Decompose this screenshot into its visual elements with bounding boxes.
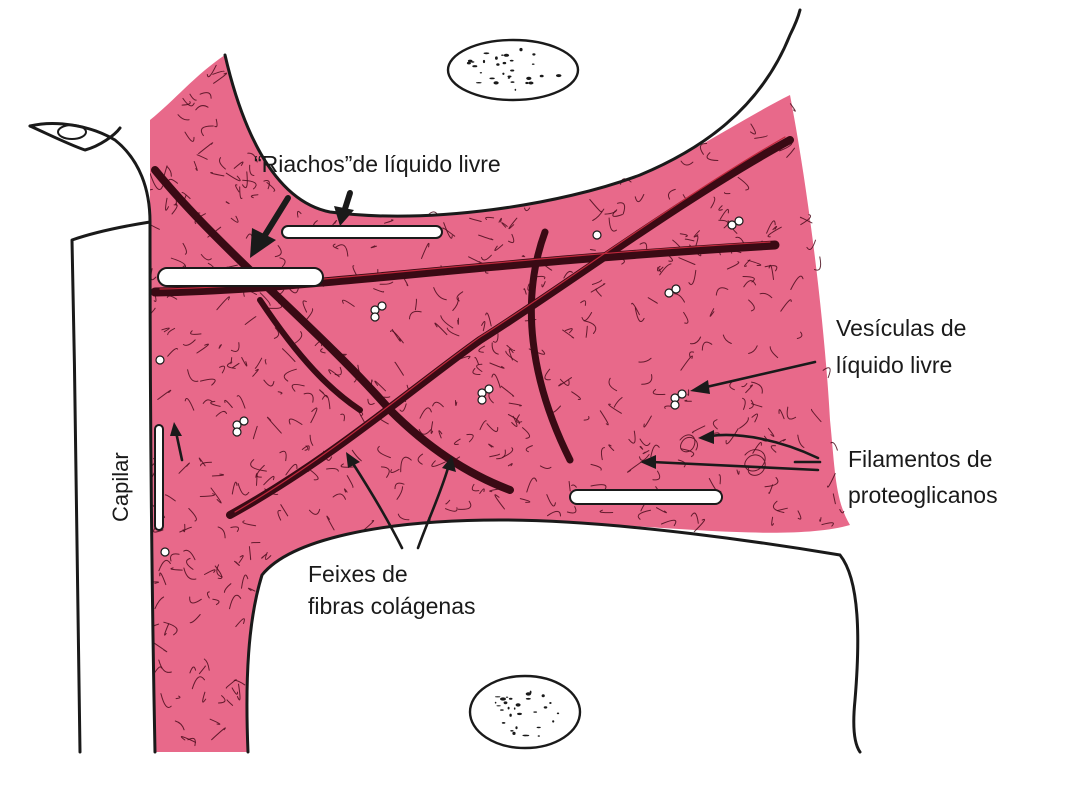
nucleus-speck <box>522 735 527 736</box>
vesicle <box>371 313 379 321</box>
vesicle <box>485 385 493 393</box>
vesicle <box>156 356 164 364</box>
nucleus-speck <box>515 89 517 91</box>
nucleus-speck <box>508 77 510 79</box>
nucleus-speck <box>532 63 535 64</box>
nucleus-speck <box>480 72 482 73</box>
nucleus-speck <box>500 709 504 711</box>
nucleus-speck <box>525 82 528 84</box>
nucleus-speck <box>506 697 509 698</box>
nucleus-speck <box>533 711 537 712</box>
nucleus-speck <box>528 82 533 85</box>
label-vesicles-line1: Vesículas de <box>836 315 966 341</box>
nucleus-speck <box>556 74 561 77</box>
nucleus-speck <box>509 714 511 717</box>
nucleus-speck <box>503 62 507 64</box>
label-collagen-line2: fibras colágenas <box>308 593 476 619</box>
nucleus-speck <box>512 732 515 735</box>
nucleus-speck <box>510 730 513 732</box>
nucleus-speck <box>557 713 559 715</box>
nucleus-speck <box>509 698 513 700</box>
nucleus-speck <box>495 696 501 697</box>
nucleus-speck <box>504 701 508 704</box>
filament <box>384 397 390 398</box>
nucleus-speck <box>514 707 516 709</box>
vesicle <box>735 217 743 225</box>
nucleus-speck <box>496 63 499 66</box>
vesicle <box>233 428 241 436</box>
bottom-cell-nucleus <box>470 676 580 748</box>
label-free-fluid-streams: “Riachos”de líquido livre <box>254 151 501 177</box>
nucleus-speck <box>500 697 506 700</box>
label-collagen-line1: Feixes de <box>308 561 408 587</box>
nucleus-speck <box>540 75 544 78</box>
nucleus-speck <box>526 77 531 80</box>
nucleus-speck <box>508 707 510 710</box>
vesicle <box>378 302 386 310</box>
nucleus-speck <box>483 60 485 63</box>
nucleus-speck <box>552 720 554 722</box>
vesicle <box>478 396 486 404</box>
nucleus-speck <box>542 694 545 697</box>
label-vesicles-line2: líquido livre <box>836 352 952 378</box>
label-filaments-line1: Filamentos de <box>848 446 992 472</box>
nucleus-speck <box>476 82 482 83</box>
nucleus-speck <box>489 78 494 80</box>
vesicle <box>672 285 680 293</box>
nucleus-speck <box>511 81 515 83</box>
nucleus-speck <box>517 713 522 715</box>
fluid-stream <box>158 268 323 286</box>
nucleus-speck <box>538 735 540 737</box>
nucleus-speck <box>516 703 521 706</box>
vesicle <box>240 417 248 425</box>
vesicle <box>593 231 601 239</box>
nucleus-speck <box>549 702 551 704</box>
nucleus-speck <box>526 692 531 695</box>
label-capillary: Capilar <box>108 452 133 522</box>
nucleus-speck <box>519 48 522 51</box>
vesicle <box>678 390 686 398</box>
label-filaments-line2: proteoglicanos <box>848 482 998 508</box>
nucleus-speck <box>502 73 504 75</box>
nucleus-speck <box>494 81 499 84</box>
vesicle <box>161 548 169 556</box>
fluid-stream <box>282 226 442 238</box>
nucleus-speck <box>537 727 541 728</box>
nucleus-speck <box>472 65 477 67</box>
nucleus-speck <box>510 60 514 62</box>
nucleus-speck <box>502 722 506 724</box>
capillary-pore <box>155 425 163 530</box>
nucleus-speck <box>532 53 535 55</box>
nucleus-speck <box>496 705 500 706</box>
nucleus-speck <box>495 56 498 59</box>
fluid-stream <box>570 490 722 504</box>
nucleus-speck <box>501 55 504 56</box>
nucleus-speck <box>504 54 509 57</box>
nucleus-speck <box>515 726 517 729</box>
nucleus-speck <box>544 706 548 708</box>
nucleus-speck <box>526 698 531 700</box>
nucleus-speck <box>495 702 497 704</box>
nucleus-speck <box>471 61 475 62</box>
vesicle <box>671 401 679 409</box>
nucleus-speck <box>484 52 490 54</box>
nucleus-speck <box>508 76 512 78</box>
nucleus-speck <box>510 70 514 72</box>
